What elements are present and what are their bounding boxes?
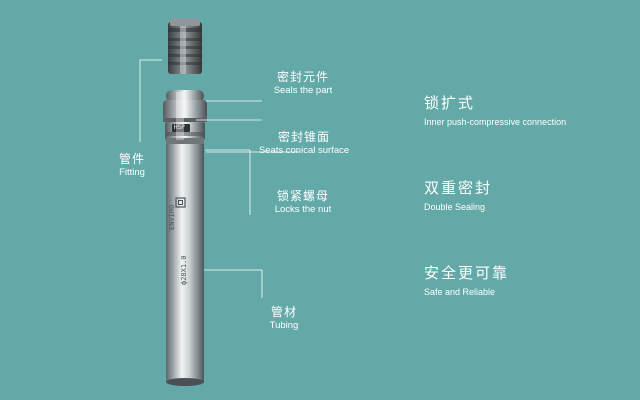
callout-tubing-en: Tubing — [269, 320, 299, 331]
feature-double-sealing: 双重密封 Double Sealing — [424, 177, 492, 212]
callout-tubing: 管材 Tubing — [252, 305, 316, 332]
callout-seals-part-en: Seals the part — [273, 85, 333, 96]
feature-safe-reliable: 安全更可靠 Safe and Reliable — [424, 262, 509, 297]
pipe-print-b: ф28X1.0 — [180, 255, 188, 285]
feature-connection-en: Inner push-compressive connection — [424, 117, 567, 127]
callout-tubing-zh: 管材 — [270, 305, 297, 319]
callout-seals-cone: 密封锥面 Seats conical surface — [246, 130, 362, 157]
callout-seals-part-zh: 密封元件 — [276, 70, 329, 84]
callout-locks-nut-en: Locks the nut — [274, 204, 332, 215]
callout-seals-cone-en: Seats conical surface — [258, 145, 350, 156]
seal-element-part — [168, 18, 202, 74]
feature-double-sealing-en: Double Sealing — [424, 202, 486, 212]
feature-connection-zh: 锁扩式 — [424, 94, 476, 112]
callout-seals-part: 密封元件 Seals the part — [258, 70, 348, 97]
leader-tubing — [204, 269, 263, 298]
feature-double-sealing-zh: 双重密封 — [424, 179, 493, 197]
callout-locks-nut-zh: 锁紧螺母 — [276, 189, 329, 203]
callout-fitting: 管件 Fitting — [102, 152, 162, 179]
tubing-pipe — [166, 140, 204, 386]
callout-seals-cone-zh: 密封锥面 — [277, 130, 330, 144]
brand-mark-icon — [175, 197, 186, 208]
pipe-print-a: ENVIRO — [168, 204, 176, 230]
feature-connection: 锁扩式 Inner push-compressive connection — [424, 92, 566, 127]
callout-locks-nut: 锁紧螺母 Locks the nut — [258, 189, 348, 216]
leader-fitting — [139, 59, 162, 142]
callout-fitting-en: Fitting — [119, 167, 145, 178]
fitting-head — [163, 90, 207, 144]
feature-safe-reliable-zh: 安全更可靠 — [424, 264, 510, 282]
leader-lines — [139, 59, 300, 298]
feature-safe-reliable-en: Safe and Reliable — [424, 287, 496, 297]
callout-fitting-zh: 管件 — [118, 152, 145, 166]
pipe-badge: HSP — [174, 124, 185, 131]
